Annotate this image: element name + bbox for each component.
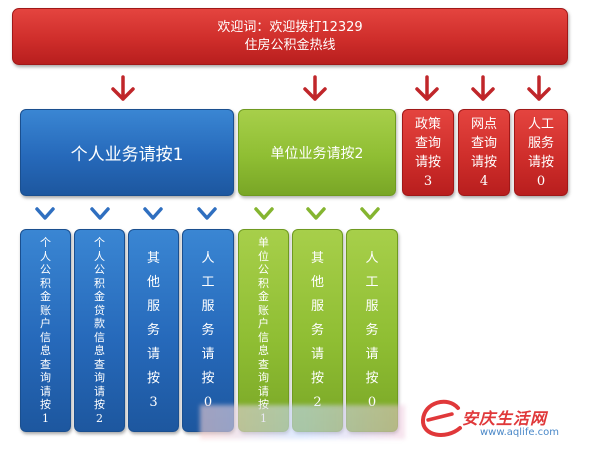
chevron-down-icon — [35, 207, 55, 220]
chevron-down-icon — [90, 207, 110, 220]
watermark-brand: 安庆生活网 — [462, 409, 548, 428]
personal-other-service-box: 其他服务请按3 — [128, 229, 179, 432]
company-business-box: 单位业务请按2 — [238, 109, 396, 196]
arrow-down-icon — [111, 75, 135, 101]
branch-query-box: 网点查询请按4 — [458, 109, 510, 196]
header-welcome-text: 欢迎词：欢迎拨打12329 — [217, 19, 363, 35]
personal-business-label: 个人业务请按1 — [70, 145, 184, 165]
personal-loan-query-label: 个人公积金贷款信息查询请按2 — [94, 236, 105, 425]
chevron-down-icon — [306, 207, 326, 220]
personal-other-service-label: 其他服务请按3 — [146, 250, 160, 410]
personal-loan-query-box: 个人公积金贷款信息查询请按2 — [74, 229, 125, 432]
header-hotline-text: 住房公积金热线 — [244, 37, 336, 53]
arrow-down-icon — [527, 75, 551, 101]
watermark-blur — [200, 405, 405, 439]
hotline-header: 欢迎词：欢迎拨打12329 住房公积金热线 — [12, 8, 568, 65]
personal-manual-service-box: 人工服务请按0 — [182, 229, 234, 432]
policy-query-box: 政策查询请按3 — [402, 109, 454, 196]
company-account-query-box: 单位公积金账户信息查询请按1 — [238, 229, 289, 432]
manual-service-box: 人工服务请按0 — [514, 109, 568, 196]
arrow-down-icon — [471, 75, 495, 101]
chevron-down-icon — [143, 207, 163, 220]
company-manual-service-box: 人工服务请按0 — [346, 229, 398, 432]
company-account-query-label: 单位公积金账户信息查询请按1 — [258, 236, 269, 425]
watermark-url: www.aqlife.com — [480, 427, 560, 438]
personal-manual-service-label: 人工服务请按0 — [201, 250, 215, 410]
company-other-service-box: 其他服务请按2 — [292, 229, 343, 432]
branch-query-label: 网点查询请按4 — [470, 116, 497, 189]
arrow-down-icon — [415, 75, 439, 101]
watermark-e-logo — [421, 399, 462, 437]
company-business-label: 单位业务请按2 — [270, 145, 364, 162]
chevron-down-icon — [360, 207, 380, 220]
policy-query-label: 政策查询请按3 — [414, 116, 441, 189]
personal-account-query-box: 个人公积金账户信息查询请按1 — [20, 229, 71, 432]
personal-business-box: 个人业务请按1 — [20, 109, 234, 196]
personal-account-query-label: 个人公积金账户信息查询请按1 — [40, 236, 51, 425]
manual-service-label: 人工服务请按0 — [527, 116, 554, 189]
company-manual-service-label: 人工服务请按0 — [365, 250, 379, 410]
chevron-down-icon — [254, 207, 274, 220]
arrow-down-icon — [303, 75, 327, 101]
chevron-down-icon — [197, 207, 217, 220]
company-other-service-label: 其他服务请按2 — [310, 250, 324, 410]
